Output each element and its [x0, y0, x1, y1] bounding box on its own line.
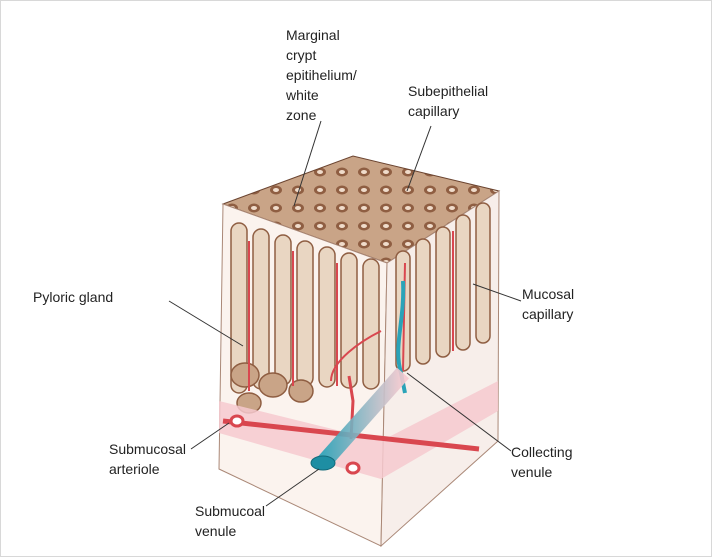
- label-mucosal-capillary: Mucosal capillary: [522, 284, 574, 324]
- label-submucosal-venule: Submucoal venule: [195, 501, 265, 541]
- label-subepithelial-capillary: Subepithelial capillary: [408, 81, 488, 121]
- label-submucosal-arteriole: Submucosal arteriole: [109, 439, 186, 479]
- label-pyloric-gland: Pyloric gland: [33, 287, 113, 307]
- label-marginal-crypt: Marginal crypt epitihelium/ white zone: [286, 25, 357, 125]
- label-collecting-venule: Collecting venule: [511, 442, 572, 482]
